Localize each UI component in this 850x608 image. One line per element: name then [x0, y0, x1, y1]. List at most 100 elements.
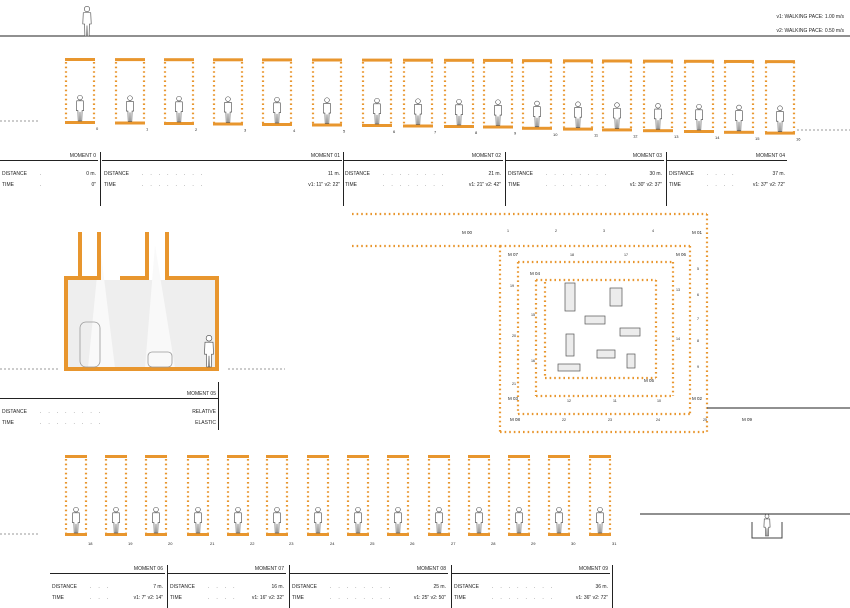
frame-number: 1	[146, 127, 149, 132]
frame-number: 2	[195, 127, 198, 132]
distance-row: DISTANCE........25 m.	[292, 584, 446, 591]
frame-number: 16	[796, 137, 801, 142]
ceiling-bar	[312, 58, 342, 62]
floor-bar	[362, 124, 392, 127]
person-figure	[533, 100, 541, 128]
frame-number: 19	[128, 541, 133, 546]
time-row: TIME........0"	[2, 182, 96, 189]
moment-title: MOMENT 03	[632, 153, 662, 159]
floor-bar	[64, 367, 219, 371]
person-figure	[126, 95, 134, 122]
roof-mid	[120, 276, 148, 280]
leader-dots: ........	[383, 182, 451, 188]
leader-dots: ........	[707, 182, 737, 188]
distance-label: DISTANCE	[508, 171, 533, 177]
distance-label: DISTANCE	[454, 584, 479, 590]
floor-bar	[563, 127, 593, 131]
moment-title: MOMENT 08	[416, 566, 446, 572]
person-figure	[613, 102, 621, 129]
person-figure	[112, 506, 120, 534]
frame-number: 30	[571, 541, 576, 546]
floor-bar	[164, 122, 194, 125]
exhibit-object	[564, 282, 576, 312]
time-row: TIME........v1: 7" v2: 14"	[52, 595, 163, 602]
time-value: v1: 16" v2: 32"	[251, 595, 284, 601]
time-label: TIME	[669, 182, 681, 188]
plan-moment-label: M 04	[530, 271, 541, 276]
wall-right	[215, 276, 219, 370]
plan-point-number: 25	[703, 418, 707, 422]
ceiling-bar	[65, 58, 95, 61]
space-fill	[64, 280, 218, 368]
person-figure	[435, 506, 443, 534]
exhibit-object	[584, 315, 606, 325]
frame-number: 3	[244, 128, 247, 133]
plan-point-number: 18	[570, 253, 574, 257]
floor-bar	[145, 533, 167, 536]
ceiling-bar	[266, 455, 288, 458]
leader-dots: ........	[40, 420, 108, 426]
exhibit-object	[609, 287, 623, 307]
floor-bar	[312, 123, 342, 127]
light-beam	[88, 245, 115, 368]
frame-number: 23	[289, 541, 294, 546]
ceiling-bar	[164, 58, 194, 62]
ceiling-bar	[684, 59, 714, 63]
floor-bar	[403, 124, 433, 128]
frame-number: 14	[715, 135, 720, 140]
ceiling-bar	[227, 455, 249, 458]
floor-bar	[227, 533, 249, 536]
frame-number: 22	[250, 541, 255, 546]
plan-point-number: 7	[697, 317, 699, 321]
floor-bar	[508, 533, 530, 536]
floor-bar	[387, 533, 409, 536]
distance-value: 37 m.	[772, 171, 785, 177]
panel-divider	[343, 152, 344, 206]
plan-point-number: 22	[562, 418, 566, 422]
time-value: v1: 36" v2: 72"	[575, 595, 608, 601]
frame-number: 11	[594, 133, 599, 138]
person-figure	[273, 96, 281, 124]
moment-title: MOMENT 04	[755, 153, 785, 159]
panel-divider	[612, 565, 613, 608]
leader-dots: ........	[142, 182, 210, 188]
plan-moment-label: M 01	[692, 230, 703, 235]
frame-number: 8	[475, 130, 478, 135]
leader-dots: ........	[546, 171, 614, 177]
person-figure	[494, 99, 502, 126]
exhibit-object	[619, 327, 641, 337]
leader-dots: ........	[40, 409, 108, 415]
plan-point-number: 13	[676, 288, 680, 292]
exhibit-object	[626, 353, 636, 369]
reference-figure	[82, 6, 92, 37]
frame-number: 28	[491, 541, 496, 546]
ceiling-bar	[483, 58, 513, 62]
panel-divider	[505, 152, 506, 206]
ceiling-bar	[262, 58, 292, 62]
plan-point-number: 19	[510, 284, 514, 288]
leader-dots: ........	[142, 171, 210, 177]
floor-bar	[724, 130, 754, 134]
time-value: v1: 7" v2: 14"	[133, 595, 163, 601]
ceiling-bar	[643, 59, 673, 63]
ceiling-bar	[563, 59, 593, 63]
floor-bar	[262, 123, 292, 126]
floor-bar	[213, 122, 243, 126]
frame-number: 12	[633, 133, 638, 138]
distance-label: DISTANCE	[345, 171, 370, 177]
person-figure	[475, 506, 483, 534]
plan-point-number: 20	[512, 334, 516, 338]
time-label: TIME	[52, 595, 64, 601]
plan-moment-label: M 07	[508, 252, 519, 257]
floor-bar	[483, 125, 513, 129]
distance-row: DISTANCE........36 m.	[454, 584, 608, 591]
time-label: TIME	[292, 595, 304, 601]
panel-rule	[452, 573, 610, 574]
frame-number: 21	[210, 541, 215, 546]
plan-moment-label: M 03	[508, 396, 519, 401]
ceiling-bar	[187, 455, 209, 458]
frame-number: 15	[755, 136, 760, 141]
frame-number: 10	[553, 132, 558, 137]
person-figure	[695, 103, 703, 131]
